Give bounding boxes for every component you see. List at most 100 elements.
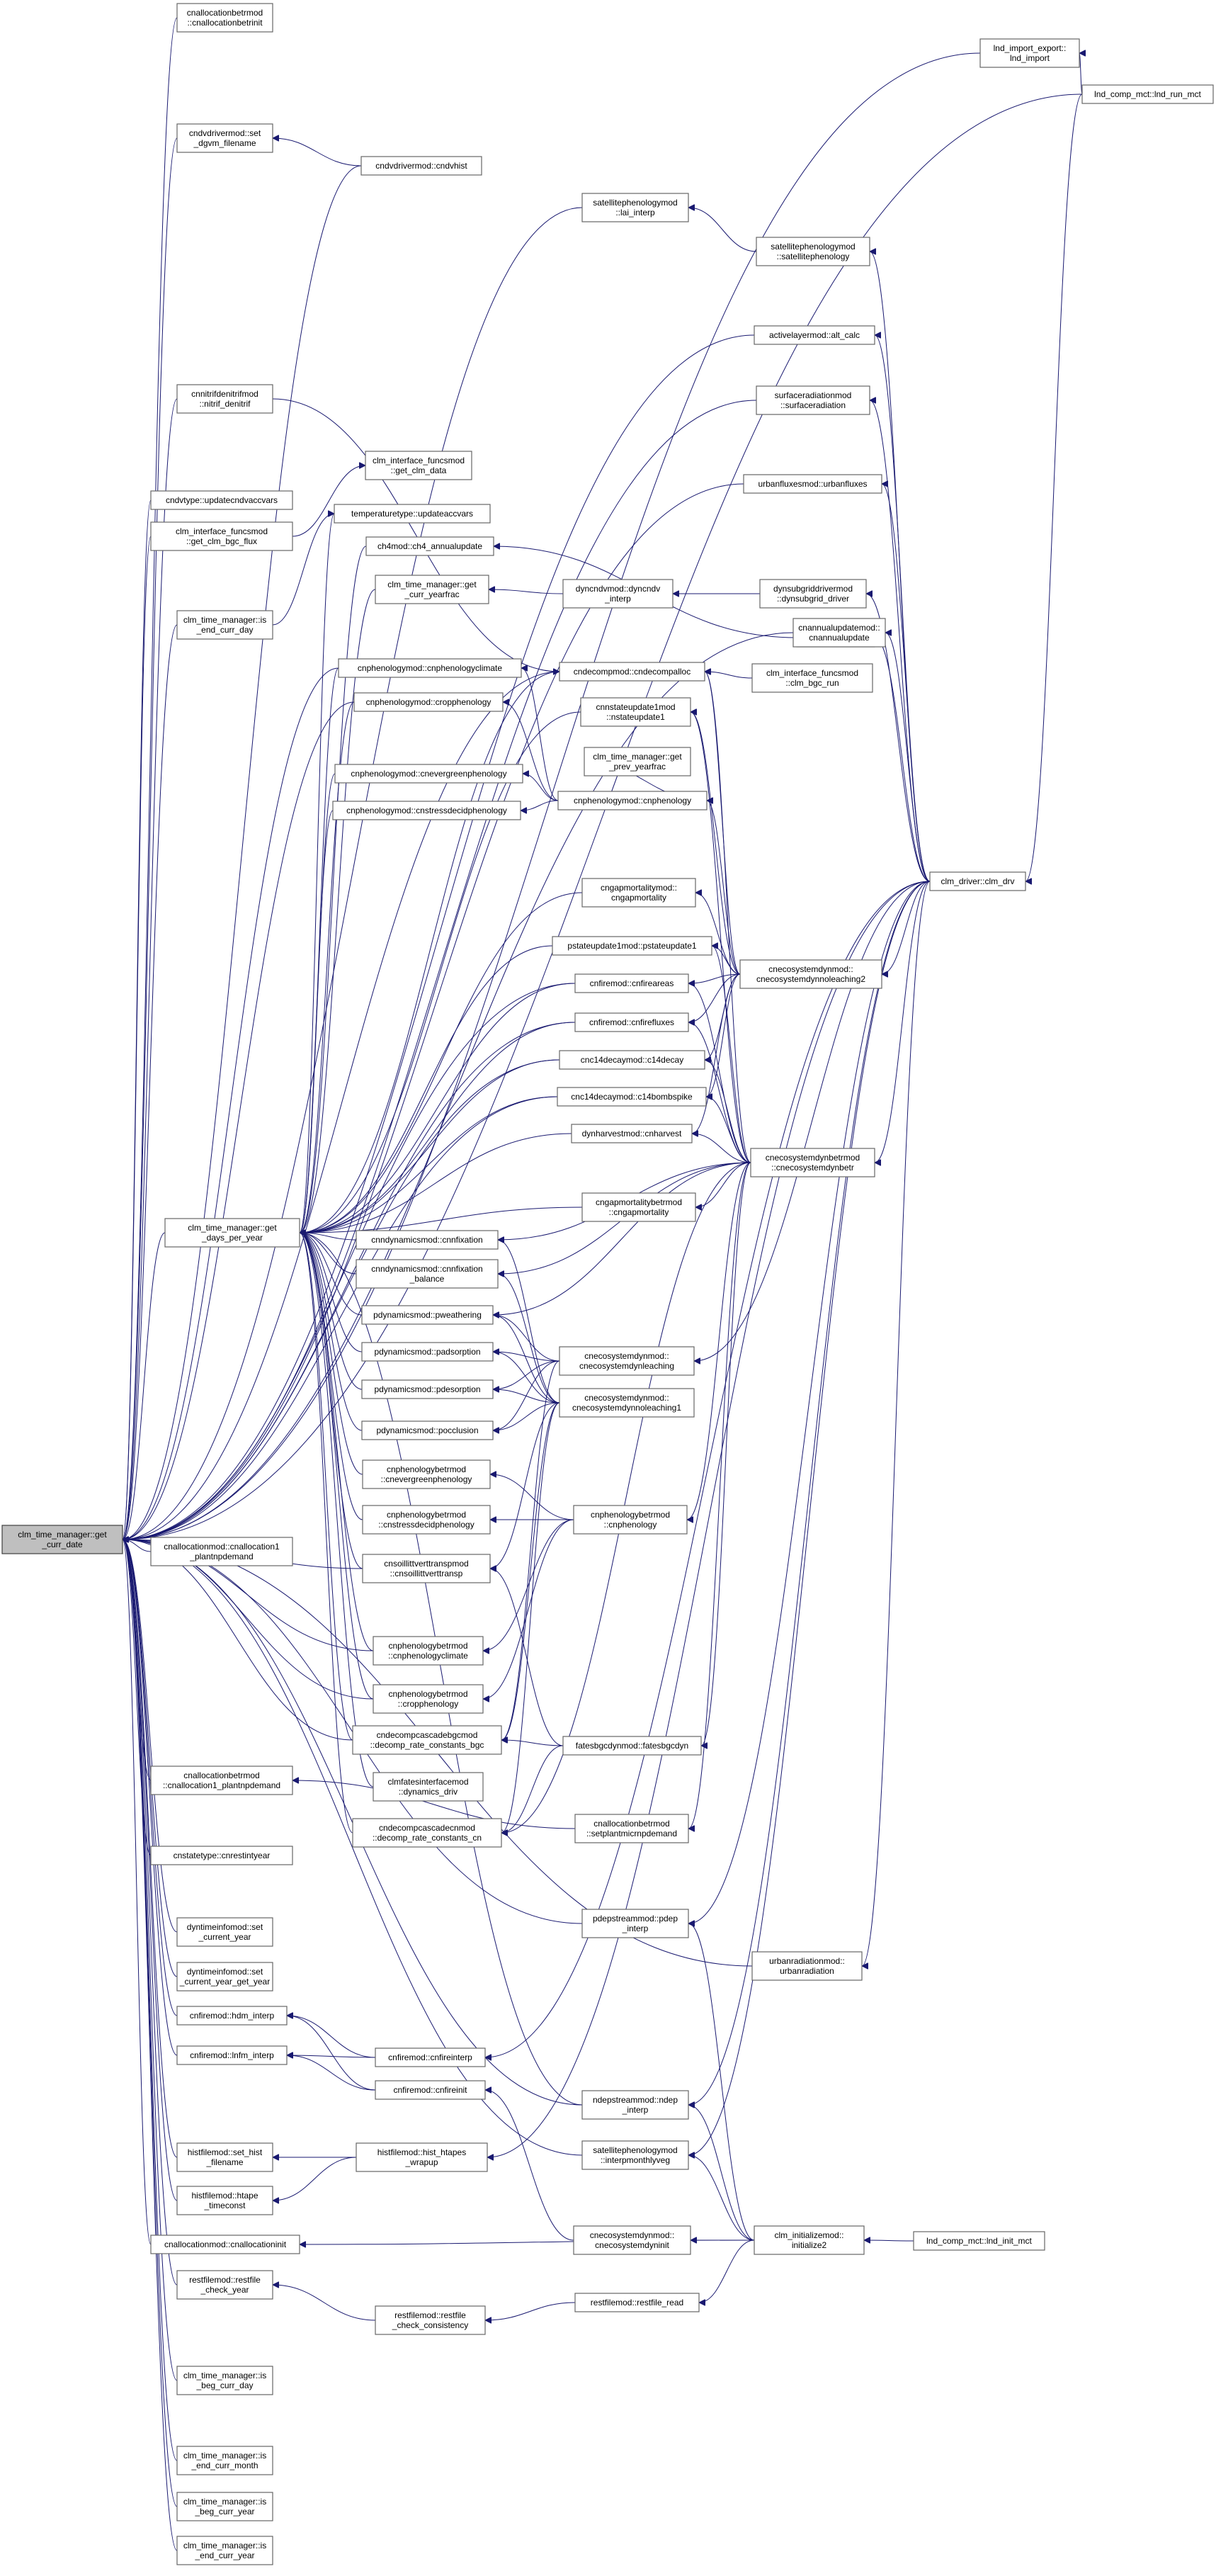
function-node[interactable]: cnallocationmod::cnallocation1_plantnpde… — [150, 1537, 293, 1566]
function-node[interactable]: urbanfluxesmod::urbanfluxes — [743, 474, 882, 494]
function-node[interactable]: pdepstreammod::pdep_interp — [581, 1909, 689, 1938]
function-node[interactable]: cnphenologybetrmod::cropphenology — [373, 1684, 484, 1714]
function-node[interactable]: cnphenologybetrmod::cnphenologyclimate — [373, 1636, 484, 1666]
function-node[interactable]: cndecompcascadebgcmod::decomp_rate_const… — [352, 1725, 502, 1755]
function-node[interactable]: pstateupdate1mod::pstateupdate1 — [552, 936, 712, 956]
function-node[interactable]: cnecosystemdynmod::cnecosystemdyninit — [573, 2225, 691, 2255]
function-node[interactable]: activelayermod::alt_calc — [754, 325, 875, 345]
function-node[interactable]: cnphenologymod::cnphenology — [557, 791, 708, 810]
function-node[interactable]: cnallocationbetrmod::setplantmicrnpdeman… — [574, 1814, 689, 1843]
function-node[interactable]: lnd_import_export::lnd_import — [979, 38, 1080, 68]
function-node[interactable]: clm_time_manager::is_beg_curr_year — [176, 2492, 273, 2521]
function-node[interactable]: histfilemod::set_hist_filename — [176, 2142, 273, 2172]
function-node[interactable]: pdynamicsmod::padsorption — [361, 1342, 494, 1362]
function-node[interactable]: cnc14decaymod::c14decay — [559, 1050, 705, 1070]
function-node[interactable]: cnallocationbetrmod::cnallocationbetrini… — [176, 3, 273, 33]
function-node[interactable]: cnphenologymod::cnstressdecidphenology — [332, 801, 521, 820]
node-label: ::nitrif_denitrif — [199, 399, 251, 409]
function-node[interactable]: cnfiremod::cnfireareas — [574, 973, 689, 993]
function-node[interactable]: satellitephenologymod::satellitephenolog… — [756, 237, 870, 266]
call-edge — [273, 138, 362, 166]
function-node[interactable]: satellitephenologymod::interpmonthlyveg — [581, 2140, 689, 2170]
function-nodes: clm_time_manager::get_curr_datecnallocat… — [1, 3, 1214, 2565]
function-node[interactable]: cndvdrivermod::cndvhist — [360, 156, 482, 176]
function-node[interactable]: satellitephenologymod::lai_interp — [581, 193, 689, 222]
node-box — [557, 791, 708, 810]
function-node[interactable]: cndecompcascadecnmod::decomp_rate_consta… — [352, 1818, 502, 1848]
function-node[interactable]: cnphenologymod::cropphenology — [353, 692, 504, 712]
function-node[interactable]: ndepstreammod::ndep_interp — [581, 2090, 689, 2120]
function-node[interactable]: cnfiremod::cnfireinterp — [375, 2047, 486, 2067]
function-node[interactable]: cnnstateupdate1mod::nstateupdate1 — [580, 697, 691, 727]
function-node[interactable]: cnc14decaymod::c14bombspike — [557, 1087, 707, 1107]
function-node[interactable]: cnfiremod::cnfirefluxes — [574, 1012, 689, 1032]
function-node[interactable]: temperaturetype::updateaccvars — [334, 504, 491, 524]
function-node[interactable]: lnd_comp_mct::lnd_run_mct — [1081, 84, 1214, 104]
function-node[interactable]: clm_time_manager::get_curr_date — [1, 1525, 123, 1554]
function-node[interactable]: cnecosystemdynmod::cnecosystemdynleachin… — [559, 1346, 695, 1376]
function-node[interactable]: restfilemod::restfile_check_consistency — [375, 2305, 486, 2335]
function-node[interactable]: cnallocationmod::cnallocationinit — [150, 2235, 300, 2254]
function-node[interactable]: pdynamicsmod::pocclusion — [361, 1420, 494, 1440]
function-node[interactable]: cnecosystemdynbetrmod::cnecosystemdynbet… — [750, 1148, 875, 1177]
function-node[interactable]: cngapmortalitybetrmod::cngapmortality — [581, 1192, 696, 1222]
function-node[interactable]: cnndynamicsmod::cnnfixation_balance — [356, 1259, 499, 1289]
function-node[interactable]: restfilemod::restfile_read — [574, 2293, 700, 2312]
node-label: lnd_comp_mct::lnd_run_mct — [1094, 89, 1201, 99]
function-node[interactable]: lnd_comp_mct::lnd_init_mct — [913, 2231, 1045, 2251]
function-node[interactable]: clm_time_manager::is_end_curr_month — [176, 2446, 273, 2475]
function-node[interactable]: ch4mod::ch4_annualupdate — [365, 536, 494, 556]
node-label: ::cnphenology — [604, 1520, 657, 1530]
function-node[interactable]: dynsubgriddrivermod::dynsubgrid_driver — [759, 579, 867, 609]
function-node[interactable]: cnphenologybetrmod::cnstressdecidphenolo… — [362, 1505, 491, 1535]
function-node[interactable]: pdynamicsmod::pdesorption — [361, 1379, 494, 1399]
call-edge — [690, 712, 741, 975]
call-edge — [123, 165, 362, 1540]
function-node[interactable]: clm_time_manager::is_end_curr_day — [176, 610, 273, 640]
function-node[interactable]: clm_interface_funcsmod::clm_bgc_run — [751, 663, 873, 693]
function-node[interactable]: cnphenologybetrmod::cnphenology — [573, 1505, 688, 1535]
function-node[interactable]: urbanradiationmod::urbanradiation — [751, 1951, 863, 1981]
function-node[interactable]: clm_time_manager::is_end_curr_year — [176, 2536, 273, 2565]
function-node[interactable]: cnfiremod::hdm_interp — [176, 2006, 288, 2026]
function-node[interactable]: cnallocationbetrmod::cnallocation1_plant… — [150, 1766, 293, 1795]
node-label: _interp — [604, 594, 631, 604]
function-node[interactable]: histfilemod::htape_timeconst — [176, 2186, 273, 2215]
function-node[interactable]: cnannualupdatemod::cnannualupdate — [792, 618, 886, 648]
function-node[interactable]: cnphenologybetrmod::cnevergreenphenology — [362, 1459, 491, 1489]
function-node[interactable]: fatesbgcdynmod::fatesbgcdyn — [562, 1736, 702, 1756]
function-node[interactable]: cngapmortalitymod::cngapmortality — [581, 878, 696, 908]
function-node[interactable]: cnsoillittverttranspmod::cnsoillittvertt… — [362, 1554, 491, 1583]
function-node[interactable]: cnecosystemdynmod::cnecosystemdynnoleach… — [559, 1388, 695, 1418]
node-label: clmfatesinterfacemod — [387, 1777, 468, 1787]
function-node[interactable]: clm_time_manager::get_days_per_year — [164, 1218, 300, 1248]
function-node[interactable]: dynharvestmod::cnharvest — [571, 1124, 693, 1143]
function-node[interactable]: dyntimeinfomod::set_current_year_get_yea… — [176, 1962, 273, 1992]
function-node[interactable]: cnphenologymod::cnphenologyclimate — [338, 658, 522, 678]
function-node[interactable]: pdynamicsmod::pweathering — [361, 1305, 494, 1325]
function-node[interactable]: cndvtype::updatecndvaccvars — [150, 490, 293, 510]
function-node[interactable]: cndvdrivermod::set_dgvm_filename — [176, 123, 273, 153]
function-node[interactable]: cnstatetype::cnrestintyear — [150, 1846, 293, 1865]
function-node[interactable]: clm_initializemod::initialize2 — [754, 2225, 865, 2255]
function-node[interactable]: dyntimeinfomod::set_current_year — [176, 1917, 273, 1947]
function-node[interactable]: cnecosystemdynmod::cnecosystemdynnoleach… — [739, 959, 882, 989]
function-node[interactable]: cnfiremod::cnfireinit — [375, 2080, 486, 2100]
function-node[interactable]: clm_interface_funcsmod::get_clm_data — [365, 451, 472, 480]
function-node[interactable]: surfaceradiationmod::surfaceradiation — [756, 385, 870, 415]
function-node[interactable]: cnfiremod::lnfm_interp — [176, 2045, 288, 2065]
function-node[interactable]: cnnitrifdenitrifmod::nitrif_denitrif — [176, 384, 273, 414]
function-node[interactable]: dyncndvmod::dyncndv_interp — [562, 579, 674, 609]
function-node[interactable]: cndecompmod::cndecompalloc — [559, 662, 705, 682]
call-edge — [299, 1233, 353, 1741]
function-node[interactable]: cnphenologymod::cnevergreenphenology — [334, 764, 523, 784]
function-node[interactable]: cnndynamicsmod::cnnfixation — [356, 1230, 499, 1250]
function-node[interactable]: clm_time_manager::is_beg_curr_day — [176, 2366, 273, 2395]
function-node[interactable]: clm_time_manager::get_prev_yearfrac — [584, 747, 691, 776]
function-node[interactable]: clm_time_manager::get_curr_yearfrac — [375, 575, 489, 604]
function-node[interactable]: restfilemod::restfile_check_year — [176, 2270, 273, 2300]
function-node[interactable]: histfilemod::hist_htapes_wrapup — [356, 2142, 488, 2172]
function-node[interactable]: clm_interface_funcsmod::get_clm_bgc_flux — [150, 521, 293, 551]
function-node[interactable]: clm_driver::clm_drv — [929, 871, 1026, 891]
function-node[interactable]: clmfatesinterfacemod::dynamics_driv — [373, 1772, 484, 1802]
